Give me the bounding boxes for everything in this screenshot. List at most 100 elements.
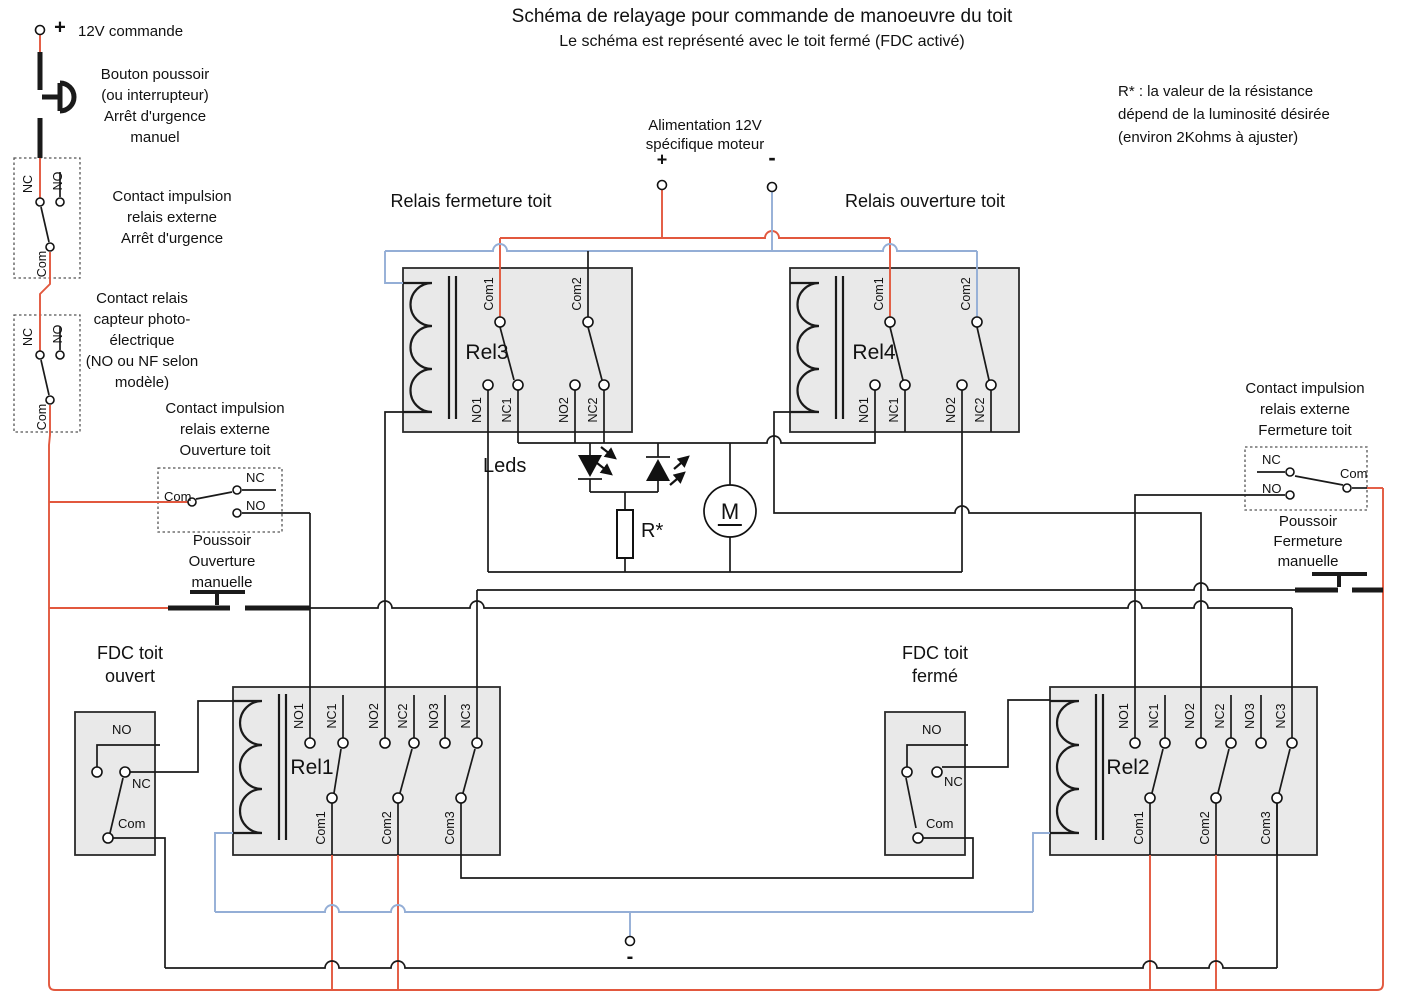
relay-open-title: Relais ouverture toit: [844, 191, 1006, 211]
emergency-com-label: Com: [35, 250, 49, 278]
photo-contact-label: Contact relais: [96, 290, 188, 307]
control-supply-label: 12V commande: [78, 23, 184, 40]
rel1-nc2-label: NC2: [396, 703, 410, 729]
fdc-open-com-label: Com: [118, 816, 146, 831]
photo-no-label: NO: [51, 324, 65, 344]
bottom-minus-label: -: [626, 946, 634, 968]
fdc-closed-box: [884, 711, 966, 856]
relay-boxes: [74, 267, 1318, 856]
led-arrow-icon: [673, 455, 690, 470]
rel3-no2-label: NO2: [557, 397, 571, 423]
rel2-nc1-label: NC1: [1147, 703, 1161, 729]
rel3-nc1-label: NC1: [500, 397, 514, 423]
led-down-icon: [578, 455, 602, 477]
rel1-name: Rel1: [290, 756, 334, 779]
rel1-com3-label: Com3: [443, 811, 457, 845]
open-button-label: Poussoir: [192, 532, 252, 549]
signal-wires: [40, 172, 1367, 969]
leds-label: Leds: [483, 455, 527, 477]
rel1-coil: [233, 699, 263, 835]
led-up-icon: [646, 459, 670, 481]
relay-close-title: Relais fermeture toit: [390, 191, 552, 211]
dashed-contact-boxes: [13, 157, 1368, 533]
rel4-no2-label: NO2: [944, 397, 958, 423]
rel1-no1-label: NO1: [292, 703, 306, 729]
rel1-no3-label: NO3: [427, 703, 441, 729]
page-subtitle: Le schéma est représenté avec le toit fe…: [559, 33, 965, 50]
rel4-coil: [790, 281, 820, 414]
fdc-open-title: FDC toit: [96, 643, 164, 663]
fdc-closed-no-label: NO: [922, 722, 942, 737]
emergency-contact-box: [13, 157, 81, 279]
terminal-bottom-minus: [624, 935, 636, 947]
rel4-com1-label: Com1: [872, 277, 886, 311]
rel2-name: Rel2: [1106, 756, 1150, 779]
rel4-no1-label: NO1: [857, 397, 871, 423]
photo-com-label: Com: [35, 403, 49, 431]
power-wires: [39, 34, 1384, 991]
terminals: [34, 24, 1352, 947]
open-contact-nc-label: NC: [246, 470, 265, 485]
rel2-coil: [1050, 699, 1080, 835]
motor-icon: [703, 484, 757, 538]
emergency-contact-label: Contact impulsion: [112, 188, 232, 205]
open-contact-no-label: NO: [246, 498, 266, 513]
pushbutton-symbols: [37, 52, 1383, 611]
rel3-name: Rel3: [465, 341, 509, 364]
resistor-value-label: R*: [641, 520, 664, 542]
fdc-open-box: [74, 711, 156, 856]
rel2-nc2-label: NC2: [1213, 703, 1227, 729]
relay-coils: [233, 276, 1105, 840]
fdc-open-no-label: NO: [112, 722, 132, 737]
open-contact-box: [157, 467, 283, 533]
led-arrow-icon: [596, 462, 613, 476]
rel2-box: [1049, 686, 1318, 856]
rel2-com3-label: Com3: [1259, 811, 1273, 845]
rel1-com2-label: Com2: [380, 811, 394, 845]
led-arrow-icon: [600, 446, 617, 460]
rel1-com1-label: Com1: [314, 811, 328, 845]
close-button-label: Poussoir: [1278, 513, 1338, 530]
rel4-name: Rel4: [852, 341, 896, 364]
rel3-no1-label: NO1: [470, 397, 484, 423]
rel3-com2-label: Com2: [570, 277, 584, 311]
rel1-nc1-label: NC1: [325, 703, 339, 729]
rel3-coil: [403, 281, 433, 414]
rel2-no3-label: NO3: [1243, 703, 1257, 729]
led-arrow-icon: [669, 471, 686, 486]
rel4-nc1-label: NC1: [887, 397, 901, 423]
emergency-nc-label: NC: [21, 174, 35, 194]
close-contact-no-label: NO: [1262, 481, 1282, 496]
motor-label: M: [717, 499, 743, 526]
close-contact-label: Contact impulsion: [1245, 380, 1365, 397]
resistor-icon: [616, 509, 634, 559]
motor-plus-sign: +: [656, 149, 668, 170]
close-contact-box: [1244, 446, 1368, 511]
open-contact-com-label: Com: [164, 489, 192, 504]
photo-nc-label: NC: [21, 327, 35, 347]
rel4-nc2-label: NC2: [973, 397, 987, 423]
rel1-nc3-label: NC3: [459, 703, 473, 729]
close-contact-nc-label: NC: [1262, 452, 1281, 467]
rel2-nc3-label: NC3: [1274, 703, 1288, 729]
terminal-motor-plus: [656, 179, 668, 191]
motor-minus-sign: -: [768, 145, 776, 170]
rel2-com1-label: Com1: [1132, 811, 1146, 845]
page-title: Schéma de relayage pour commande de mano…: [511, 6, 1013, 27]
open-contact-label: Contact impulsion: [165, 400, 285, 417]
terminal-12v-control: [34, 24, 46, 36]
terminal-motor-minus: [766, 181, 778, 193]
emergency-no-label: NO: [51, 171, 65, 191]
rel1-box: [232, 686, 501, 856]
emergency-button-label: Bouton poussoir: [100, 66, 210, 83]
photo-contact-box: [13, 314, 81, 433]
rel2-no1-label: NO1: [1117, 703, 1131, 729]
resistor-note: R* : la valeur de la résistance: [1118, 83, 1314, 100]
rel3-com1-label: Com1: [482, 277, 496, 311]
led-symbols: [578, 446, 690, 486]
control-plus-sign: +: [54, 16, 66, 39]
rel4-com2-label: Com2: [959, 277, 973, 311]
fdc-closed-title: FDC toit: [901, 643, 969, 663]
fdc-open-nc-label: NC: [132, 776, 151, 791]
